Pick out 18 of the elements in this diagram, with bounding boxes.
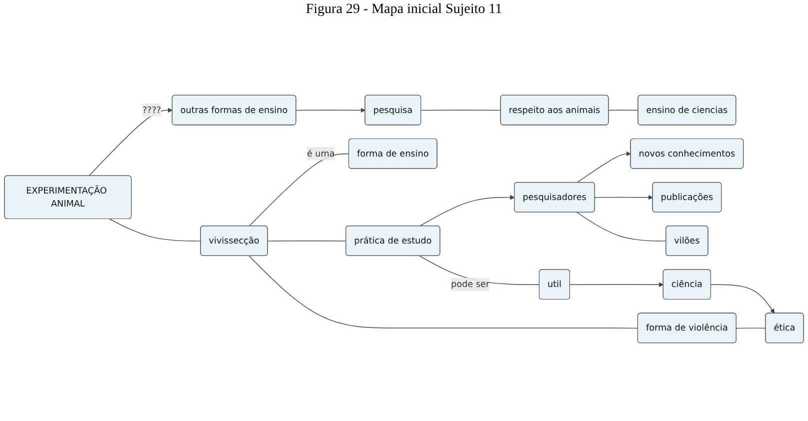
arrow	[594, 195, 654, 200]
arrow	[296, 108, 366, 113]
connector	[109, 218, 202, 242]
figure-title: Figura 29 - Mapa inicial Sujeito 11	[304, 1, 504, 19]
edge-label: é uma	[306, 148, 335, 159]
connector	[248, 153, 350, 227]
arrow	[88, 108, 173, 176]
arrow	[570, 282, 664, 288]
edge-label: ????	[142, 104, 162, 115]
connector	[576, 212, 666, 242]
edge-label: pode ser	[450, 278, 490, 290]
connector	[608, 110, 639, 111]
connector	[736, 328, 766, 329]
connector	[420, 110, 502, 111]
arrow	[710, 284, 775, 314]
connector	[267, 240, 346, 242]
arrow	[419, 195, 515, 227]
arrow	[576, 151, 631, 183]
